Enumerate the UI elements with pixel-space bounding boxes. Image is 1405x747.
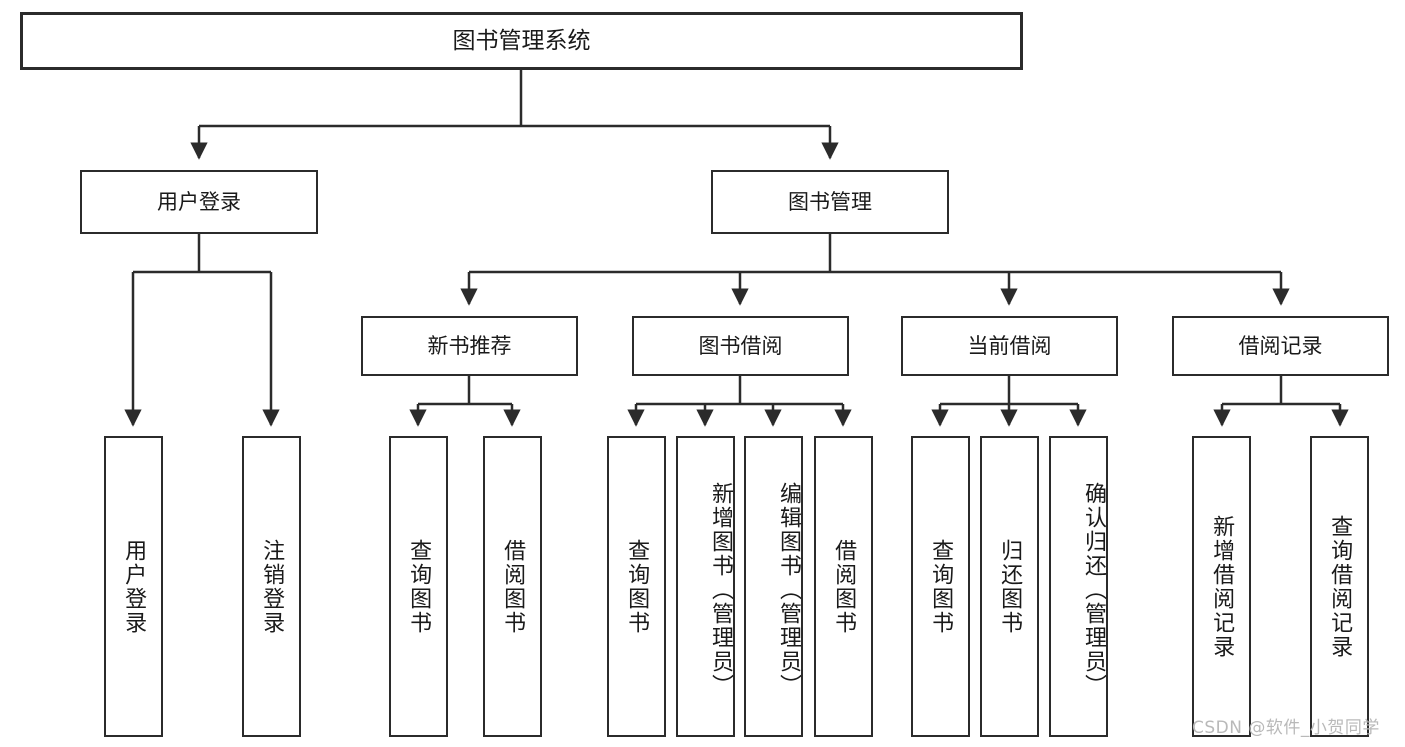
node-leaf-logout[interactable]: 注销登录 bbox=[242, 436, 301, 737]
node-leaf-user-login[interactable]: 用户登录 bbox=[104, 436, 163, 737]
node-leaf-query-book-current-label: 查询图书 bbox=[928, 538, 954, 635]
node-leaf-return-book-label: 归还图书 bbox=[997, 538, 1023, 635]
node-leaf-logout-label: 注销登录 bbox=[259, 538, 285, 635]
node-leaf-borrow-book[interactable]: 借阅图书 bbox=[814, 436, 873, 737]
node-leaf-edit-book-admin-label: 编辑图书（管理员） bbox=[776, 481, 801, 698]
node-user-login-label: 用户登录 bbox=[157, 189, 241, 214]
node-leaf-query-book-new[interactable]: 查询图书 bbox=[389, 436, 448, 737]
node-leaf-borrow-book-label: 借阅图书 bbox=[831, 538, 857, 635]
node-root[interactable]: 图书管理系统 bbox=[20, 12, 1023, 70]
node-leaf-return-book[interactable]: 归还图书 bbox=[980, 436, 1039, 737]
node-book-management[interactable]: 图书管理 bbox=[711, 170, 949, 234]
node-leaf-query-book-borrow[interactable]: 查询图书 bbox=[607, 436, 666, 737]
node-leaf-borrow-book-new[interactable]: 借阅图书 bbox=[483, 436, 542, 737]
node-book-borrow-label: 图书借阅 bbox=[698, 333, 783, 358]
node-current-borrow[interactable]: 当前借阅 bbox=[901, 316, 1118, 376]
node-new-book-recommend-label: 新书推荐 bbox=[427, 333, 512, 358]
node-borrow-record-label: 借阅记录 bbox=[1238, 333, 1323, 358]
node-new-book-recommend[interactable]: 新书推荐 bbox=[361, 316, 578, 376]
node-leaf-add-borrow-record-label: 新增借阅记录 bbox=[1209, 514, 1235, 659]
node-leaf-confirm-return-admin-label: 确认归还（管理员） bbox=[1081, 481, 1106, 698]
node-leaf-confirm-return-admin[interactable]: 确认归还（管理员） bbox=[1049, 436, 1108, 737]
node-leaf-query-book-current[interactable]: 查询图书 bbox=[911, 436, 970, 737]
watermark-text: CSDN @软件_小贺同学 bbox=[1192, 718, 1380, 738]
node-leaf-query-borrow-record[interactable]: 查询借阅记录 bbox=[1310, 436, 1369, 737]
node-leaf-query-book-borrow-label: 查询图书 bbox=[624, 538, 650, 635]
node-user-login[interactable]: 用户登录 bbox=[80, 170, 318, 234]
node-current-borrow-label: 当前借阅 bbox=[967, 333, 1052, 358]
node-leaf-edit-book-admin[interactable]: 编辑图书（管理员） bbox=[744, 436, 803, 737]
node-leaf-query-book-new-label: 查询图书 bbox=[406, 538, 432, 635]
node-leaf-borrow-book-new-label: 借阅图书 bbox=[500, 538, 526, 635]
node-book-borrow[interactable]: 图书借阅 bbox=[632, 316, 849, 376]
node-borrow-record[interactable]: 借阅记录 bbox=[1172, 316, 1389, 376]
node-leaf-add-book-admin-label: 新增图书（管理员） bbox=[708, 481, 733, 698]
node-leaf-query-borrow-record-label: 查询借阅记录 bbox=[1327, 514, 1353, 659]
node-leaf-add-book-admin[interactable]: 新增图书（管理员） bbox=[676, 436, 735, 737]
node-root-label: 图书管理系统 bbox=[452, 27, 591, 54]
node-leaf-add-borrow-record[interactable]: 新增借阅记录 bbox=[1192, 436, 1251, 737]
node-book-management-label: 图书管理 bbox=[788, 189, 872, 214]
node-leaf-user-login-label: 用户登录 bbox=[121, 538, 147, 635]
